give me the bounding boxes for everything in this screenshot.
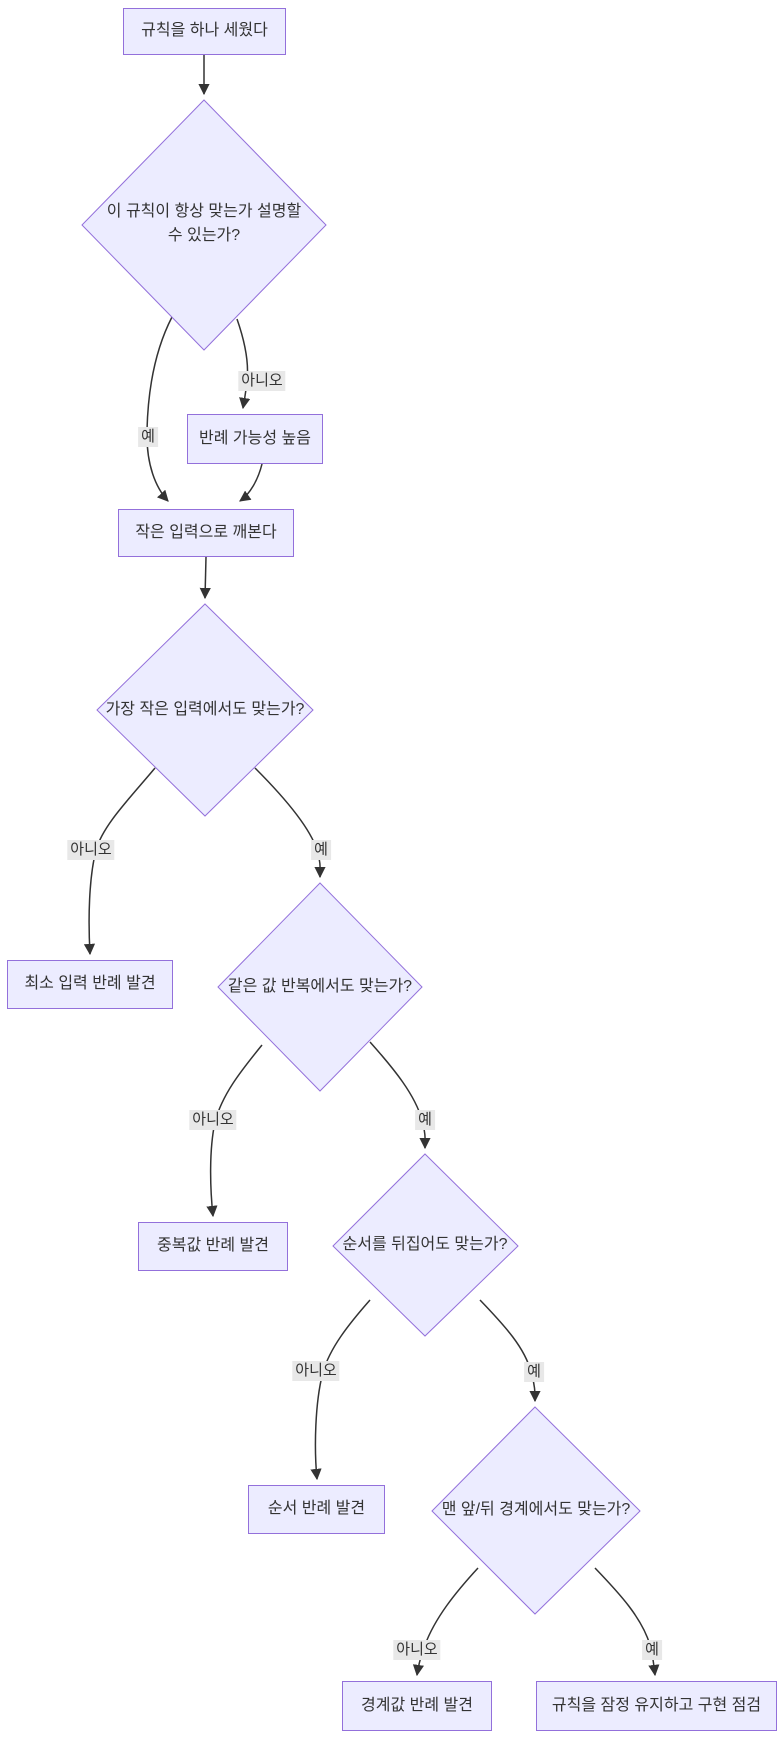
decision-q-boundary (431, 1406, 641, 1615)
edge-label-smallest-no: 아니오 (67, 840, 115, 860)
node-break-small: 작은 입력으로 깨본다 (118, 509, 294, 557)
node-keep-rule: 규칙을 잠정 유지하고 구현 점검 (536, 1681, 777, 1731)
edge-q-smallest-no (83, 767, 156, 956)
edge-high-counterexample-to-break-small (239, 463, 263, 502)
edge-q-duplicates-yes (369, 1041, 431, 1150)
edge-label-boundary-no: 아니오 (393, 1640, 441, 1660)
node-boundary-counter: 경계값 반례 발견 (342, 1681, 492, 1731)
edge-break-small-to-q-smallest (199, 556, 211, 600)
edge-q-reversed-no (310, 1299, 371, 1481)
node-min-input-counter: 최소 입력 반례 발견 (7, 960, 173, 1009)
decision-q-smallest-text: 가장 작은 입력에서도 맞는가? (105, 701, 305, 718)
node-boundary-counter-label: 경계값 반례 발견 (361, 1696, 473, 1714)
edge-label-explain-no: 아니오 (238, 371, 286, 391)
decision-q-explain (81, 99, 327, 351)
edge-q-duplicates-no (206, 1044, 263, 1218)
edge-q-smallest-yes (254, 767, 326, 879)
node-high-counterexample-label: 반례 가능성 높음 (199, 429, 311, 447)
decision-q-boundary-text: 맨 앞/뒤 경계에서도 맞는가? (441, 1501, 631, 1518)
decision-q-boundary-label: 맨 앞/뒤 경계에서도 맞는가? (442, 1498, 631, 1522)
edge-label-smallest-yes: 예 (311, 840, 331, 860)
edge-q-reversed-yes (479, 1299, 541, 1403)
edge-label-reversed-no: 아니오 (292, 1361, 340, 1381)
edge-label-duplicates-yes: 예 (415, 1110, 435, 1130)
edge-q-explain-yes (146, 316, 173, 502)
node-high-counterexample: 반례 가능성 높음 (187, 414, 323, 464)
decision-q-duplicates-text: 같은 값 반복에서도 맞는가? (227, 978, 413, 995)
decision-q-smallest (96, 603, 314, 817)
decision-q-duplicates (217, 882, 423, 1092)
edge-label-duplicates-no: 아니오 (189, 1110, 237, 1130)
decision-q-explain-label: 이 규칙이 항상 맞는가 설명할 수 있는가? (84, 200, 324, 248)
node-order-counter: 순서 반례 발견 (248, 1485, 385, 1534)
edge-label-reversed-yes: 예 (524, 1362, 544, 1382)
decision-q-reversed-text: 순서를 뒤집어도 맞는가? (342, 1236, 508, 1253)
decision-q-reversed-label: 순서를 뒤집어도 맞는가? (343, 1233, 508, 1257)
edge-q-explain-no (236, 318, 251, 410)
node-keep-rule-label: 규칙을 잠정 유지하고 구현 점검 (551, 1696, 762, 1714)
node-start-label: 규칙을 하나 세웠다 (141, 22, 268, 40)
node-min-input-counter-label: 최소 입력 반례 발견 (24, 975, 156, 993)
decision-q-explain-line2: 수 있는가? (167, 227, 241, 244)
edge-label-explain-yes: 예 (138, 427, 158, 447)
node-break-small-label: 작은 입력으로 깨본다 (135, 523, 277, 541)
node-dup-counter-label: 중복값 반례 발견 (157, 1237, 269, 1255)
decision-q-explain-line1: 이 규칙이 항상 맞는가 설명할 (106, 203, 302, 220)
node-dup-counter: 중복값 반례 발견 (138, 1222, 288, 1271)
node-order-counter-label: 순서 반례 발견 (267, 1500, 366, 1518)
decision-q-reversed (332, 1153, 519, 1337)
edge-label-boundary-yes: 예 (642, 1640, 662, 1660)
decision-q-duplicates-label: 같은 값 반복에서도 맞는가? (228, 975, 412, 999)
decision-q-smallest-label: 가장 작은 입력에서도 맞는가? (106, 698, 305, 722)
node-start: 규칙을 하나 세웠다 (123, 8, 286, 55)
